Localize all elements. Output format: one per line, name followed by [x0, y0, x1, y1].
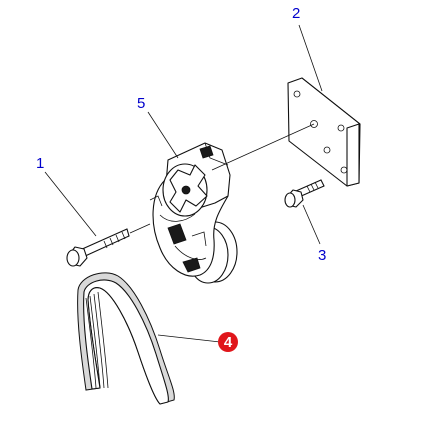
callout-3: 3	[318, 247, 326, 264]
callout-5: 5	[137, 95, 145, 112]
callout-4-circle	[218, 332, 238, 352]
callout-1: 1	[36, 155, 44, 172]
callout-1-label: 1	[36, 155, 44, 172]
mounting-bracket	[287, 77, 361, 187]
callout-4-label: 4	[224, 334, 233, 351]
callout-5-label: 5	[137, 95, 145, 112]
short-bolt	[284, 179, 325, 208]
callout-2: 2	[292, 5, 300, 22]
callout-4-badge: 4	[218, 332, 238, 352]
belt-tensioner	[149, 142, 238, 284]
v-ribbed-belt	[77, 272, 175, 405]
long-bolt	[66, 228, 130, 267]
callout-3-label: 3	[318, 247, 326, 264]
leader-lines	[44, 24, 323, 343]
callout-2-label: 2	[292, 5, 300, 22]
